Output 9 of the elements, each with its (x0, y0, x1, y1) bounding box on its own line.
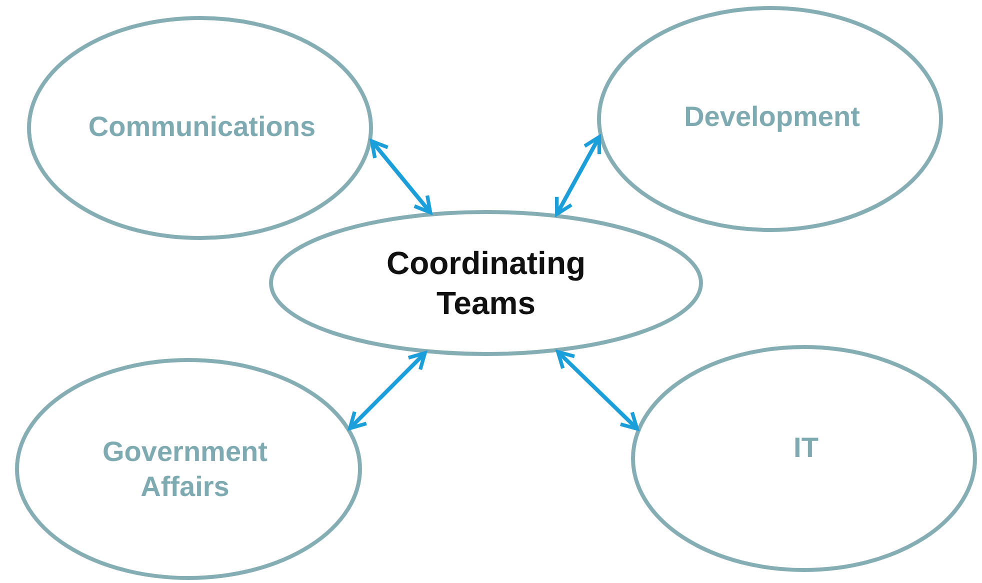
node-label: Communications (87, 110, 317, 144)
double-arrow (370, 139, 432, 214)
node-label: Government Affairs (102, 435, 268, 504)
node-label: Development (683, 100, 861, 134)
node-label: Coordinating Teams (385, 244, 587, 323)
double-arrow (348, 351, 427, 430)
double-arrow (556, 350, 639, 431)
node-label: IT (792, 431, 820, 465)
double-arrow (554, 135, 602, 216)
